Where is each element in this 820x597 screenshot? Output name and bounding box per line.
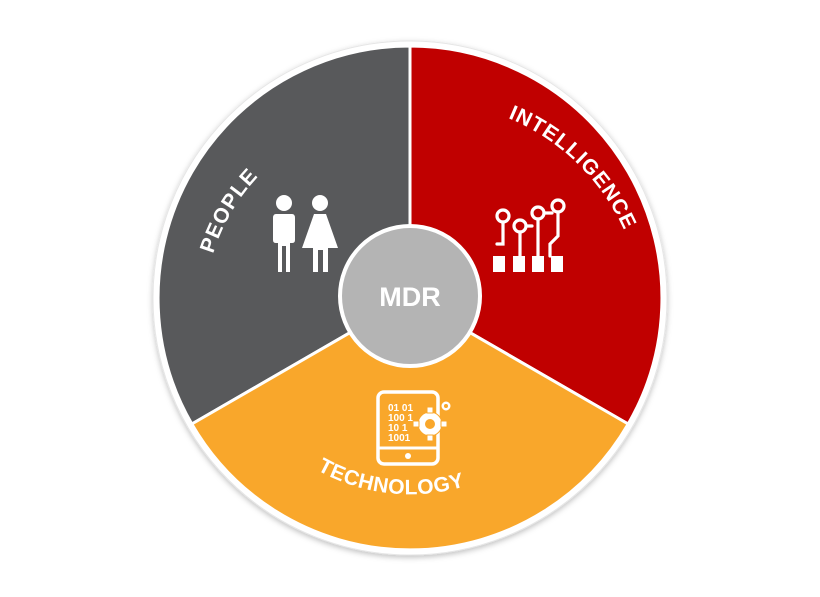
gear-icon [412, 400, 452, 442]
binary-line-4: 1001 [388, 433, 411, 444]
binary-line-3: 10 1 [388, 423, 408, 434]
segment-technology[interactable] [189, 296, 631, 552]
tablet-binary-gear-icon: 01 01 100 1 10 1 1001 [376, 390, 452, 466]
center-circle[interactable] [338, 224, 482, 368]
circuit-icon [493, 198, 566, 272]
people-icon [273, 195, 338, 272]
binary-line-1: 01 01 [388, 403, 413, 414]
center-label: MDR [379, 282, 441, 312]
binary-line-2: 100 1 [388, 413, 413, 424]
